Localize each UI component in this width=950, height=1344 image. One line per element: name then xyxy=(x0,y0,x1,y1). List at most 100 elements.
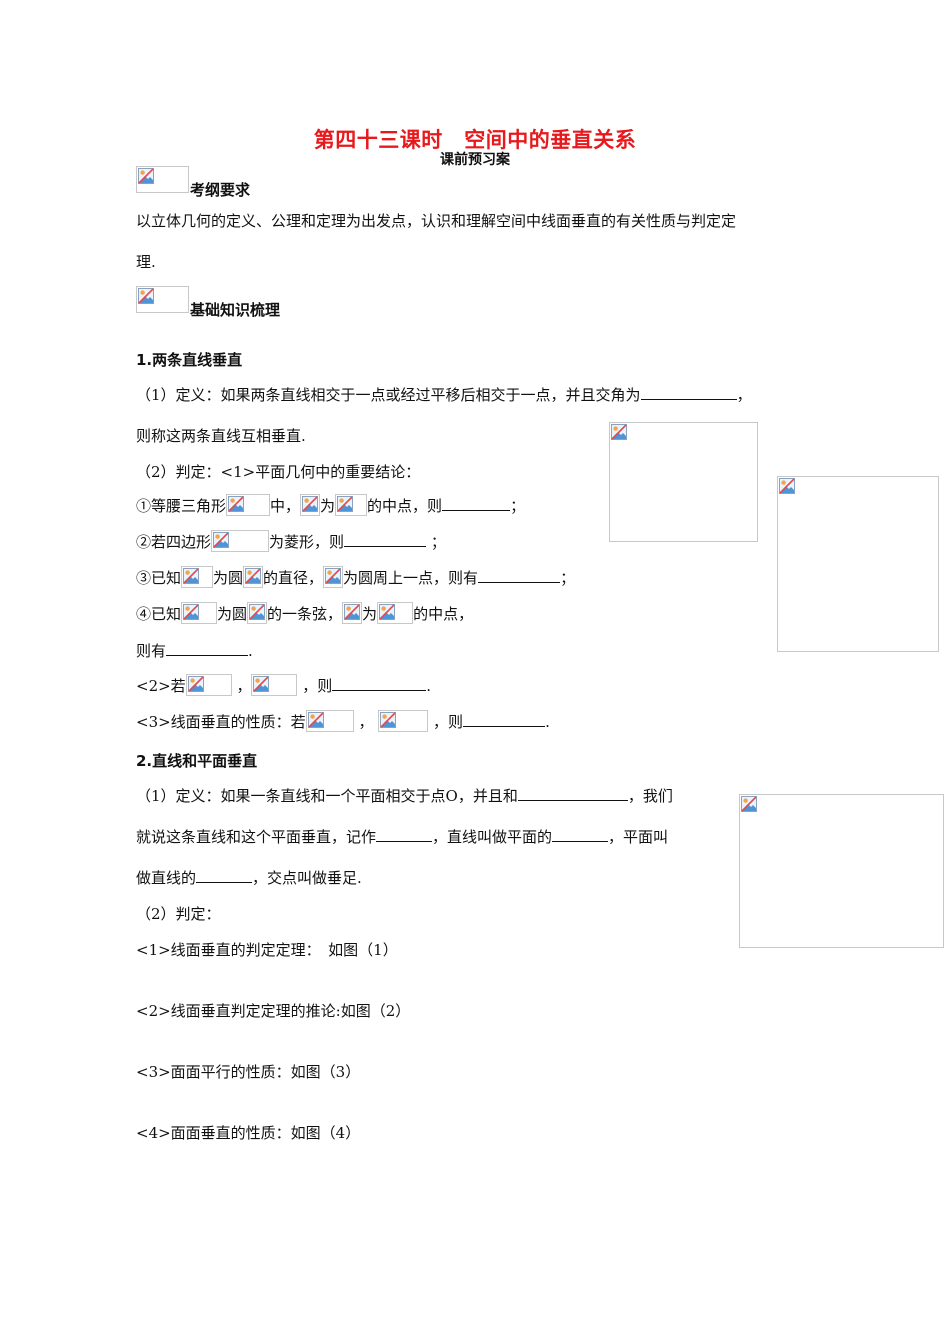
s2-item-2: <2>线面垂直判定定理的推论:如图（2） xyxy=(136,1002,411,1020)
text: （1）定义：如果两条直线相交于一点或经过平移后相交于一点，并且交角为 xyxy=(136,386,641,404)
text: ； xyxy=(430,533,446,551)
broken-image-icon xyxy=(337,496,353,512)
text: 为圆 xyxy=(217,605,248,623)
inline-formula-image xyxy=(181,602,218,624)
inline-formula-image xyxy=(247,602,268,624)
answer-blank xyxy=(552,827,609,842)
s1-conclusion-4-answer: 则有. xyxy=(136,641,253,661)
answer-blank xyxy=(442,496,511,511)
broken-image-icon xyxy=(228,496,244,512)
figure-image xyxy=(609,422,758,542)
broken-image-icon xyxy=(779,478,795,494)
s2-judge: （2）判定： xyxy=(136,905,221,923)
broken-image-icon xyxy=(325,568,341,584)
broken-image-icon xyxy=(183,604,199,620)
broken-image-icon xyxy=(611,424,627,440)
inline-formula-image xyxy=(335,494,368,516)
s1-definition-line1: （1）定义：如果两条直线相交于一点或经过平移后相交于一点，并且交角为 ， xyxy=(136,385,752,405)
inline-formula-image xyxy=(185,674,232,696)
broken-image-icon xyxy=(253,676,269,692)
figure-image xyxy=(739,794,944,948)
section-heading-exam: 考纲要求 xyxy=(190,181,251,199)
answer-blank xyxy=(166,641,249,656)
s1-heading: 1.两条直线垂直 xyxy=(136,351,243,369)
s2-definition-line1: （1）定义：如果一条直线和一个平面相交于点O，并且和 ，我们 xyxy=(136,786,673,806)
s1-definition-line2: 则称这两条直线互相垂直. xyxy=(136,427,306,445)
answer-blank xyxy=(344,532,427,547)
text: ，则 xyxy=(302,677,333,695)
answer-blank xyxy=(478,568,561,583)
broken-image-icon xyxy=(183,568,199,584)
text: 为圆周上一点，则有 xyxy=(343,569,479,587)
text: （1）定义：如果一条直线和一个平面相交于点O，并且和 xyxy=(136,787,518,805)
inline-formula-image xyxy=(181,566,214,588)
broken-image-icon xyxy=(380,712,396,728)
text: ， xyxy=(736,386,752,404)
text: 的直径， xyxy=(263,569,324,587)
text: ； xyxy=(510,497,526,515)
broken-image-icon xyxy=(213,532,229,548)
text: ， xyxy=(358,713,374,731)
text: 的中点，则 xyxy=(367,497,443,515)
s1-conclusion-1: ①等腰三角形中，为的中点，则； xyxy=(136,494,526,516)
broken-image-icon xyxy=(379,604,395,620)
text: ， xyxy=(236,677,252,695)
text: . xyxy=(426,677,432,695)
s2-heading: 2.直线和平面垂直 xyxy=(136,752,258,770)
broken-image-icon xyxy=(245,568,261,584)
text: ④已知 xyxy=(136,605,182,623)
text: ，我们 xyxy=(627,787,673,805)
text: ，则 xyxy=(433,713,464,731)
inline-formula-image xyxy=(300,494,321,516)
text: 为 xyxy=(362,605,378,623)
text: ③已知 xyxy=(136,569,182,587)
inline-formula-image xyxy=(211,530,270,552)
s1-judge: （2）判定：<1>平面几何中的重要结论： xyxy=(136,463,421,481)
exam-text-line1: 以立体几何的定义、公理和定理为出发点，认识和理解空间中线面垂直的有关性质与判定定 xyxy=(136,212,737,230)
broken-image-icon xyxy=(188,676,204,692)
inline-formula-image xyxy=(342,602,363,624)
answer-blank xyxy=(640,385,737,400)
broken-image-icon xyxy=(741,796,757,812)
inline-formula-image xyxy=(378,710,429,732)
text: 就说这条直线和这个平面垂直，记作 xyxy=(136,828,377,846)
exam-text-line2: 理. xyxy=(136,253,156,271)
inline-formula-image xyxy=(323,566,344,588)
s2-definition-line2: 就说这条直线和这个平面垂直，记作 ，直线叫做平面的 ，平面叫 xyxy=(136,827,668,847)
s1-conclusion-4: ④已知为圆的一条弦，为的中点， xyxy=(136,602,473,624)
text: ； xyxy=(560,569,576,587)
inline-formula-image xyxy=(251,674,298,696)
inline-formula-image xyxy=(243,566,264,588)
broken-image-icon xyxy=(308,712,324,728)
section-heading-basic: 基础知识梳理 xyxy=(190,301,281,319)
page-subtitle: 课前预习案 xyxy=(440,152,510,168)
text: 做直线的 xyxy=(136,869,197,887)
broken-image-icon xyxy=(249,604,265,620)
s2-item-4: <4>面面垂直的性质：如图（4） xyxy=(136,1124,361,1142)
text: 为 xyxy=(320,497,336,515)
section-image xyxy=(136,166,189,193)
figure-image xyxy=(777,476,939,652)
text: ②若四边形 xyxy=(136,533,212,551)
page-title: 第四十三课时 空间中的垂直关系 xyxy=(313,128,637,152)
s1-conclusion-2: ②若四边形 为菱形，则 ； xyxy=(136,530,446,552)
text: . xyxy=(545,713,550,731)
text: ，平面叫 xyxy=(608,828,669,846)
text: ，直线叫做平面的 xyxy=(432,828,553,846)
inline-formula-image xyxy=(377,602,414,624)
text: <2>若 xyxy=(136,677,186,695)
broken-image-icon xyxy=(138,288,154,304)
s2-item-1: <1>线面垂直的判定定理： 如图（1） xyxy=(136,941,398,959)
text: 为菱形，则 xyxy=(269,533,345,551)
answer-blank xyxy=(517,786,628,801)
text: 的一条弦， xyxy=(267,605,343,623)
answer-blank xyxy=(332,676,427,691)
answer-blank xyxy=(463,712,546,727)
text: 则有 xyxy=(136,642,167,660)
s1-rule-2: <2>若 ， ，则. xyxy=(136,674,432,696)
text: ①等腰三角形 xyxy=(136,497,227,515)
s2-item-3: <3>面面平行的性质：如图（3） xyxy=(136,1063,361,1081)
broken-image-icon xyxy=(138,168,154,184)
text: . xyxy=(248,642,253,660)
text: 为圆 xyxy=(213,569,244,587)
